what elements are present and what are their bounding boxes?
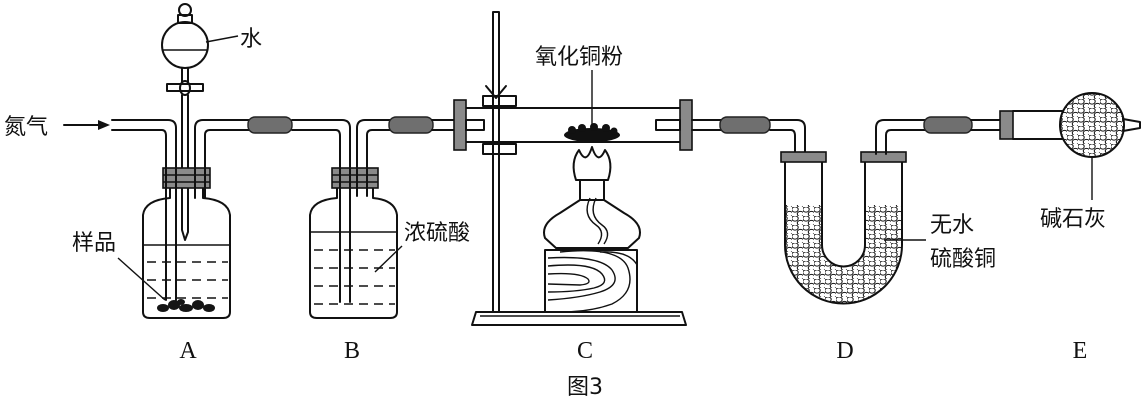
tube-d-outlet [875, 119, 927, 155]
wooden-block [544, 249, 638, 313]
tube-a-outlet [194, 119, 250, 199]
label-apparatus-a: A [179, 338, 197, 364]
label-soda-lime: 碱石灰 [1040, 207, 1106, 232]
label-conc-sulfuric-acid: 浓硫酸 [404, 221, 470, 246]
leader-sulfuric-acid [374, 245, 403, 273]
label-apparatus-e: E [1073, 338, 1088, 364]
label-apparatus-b: B [344, 338, 360, 364]
nitrogen-inlet-tube [111, 119, 177, 301]
leader-water [205, 35, 239, 43]
label-copper-sulfate: 硫酸铜 [930, 247, 996, 272]
label-sample: 样品 [72, 231, 116, 256]
figure-caption: 图3 [567, 375, 603, 400]
sample-granules [157, 299, 215, 312]
tube-b-outlet [356, 119, 391, 197]
label-anhydrous: 无水 [930, 213, 974, 238]
rubber-hose-ab [247, 116, 293, 134]
rubber-hose-cd [719, 116, 771, 134]
label-nitrogen: 氮气 [4, 115, 48, 140]
separatory-funnel [161, 3, 209, 241]
rubber-hose-de [923, 116, 973, 134]
leader-sample [117, 257, 166, 301]
label-copper-oxide: 氧化铜粉 [535, 45, 623, 70]
label-water: 水 [240, 27, 262, 52]
tube-e-inlet [970, 119, 1003, 131]
label-apparatus-d: D [836, 338, 853, 364]
bottle-a [142, 167, 231, 319]
copper-oxide-powder [564, 123, 620, 142]
u-tube-d [780, 151, 907, 305]
tube-c-outlet [691, 119, 723, 131]
iron-stand [471, 11, 687, 326]
tube-d-inlet [769, 119, 806, 155]
nitrogen-arrow [63, 120, 110, 130]
bottle-b [309, 167, 398, 319]
tube-c-inlet [431, 119, 456, 131]
label-apparatus-c: C [577, 338, 593, 364]
drying-tube-e [999, 92, 1141, 158]
combustion-tube-c [453, 99, 693, 151]
rubber-hose-bc [388, 116, 434, 134]
tube-b-inlet [291, 119, 351, 303]
alcohol-lamp [543, 146, 641, 249]
